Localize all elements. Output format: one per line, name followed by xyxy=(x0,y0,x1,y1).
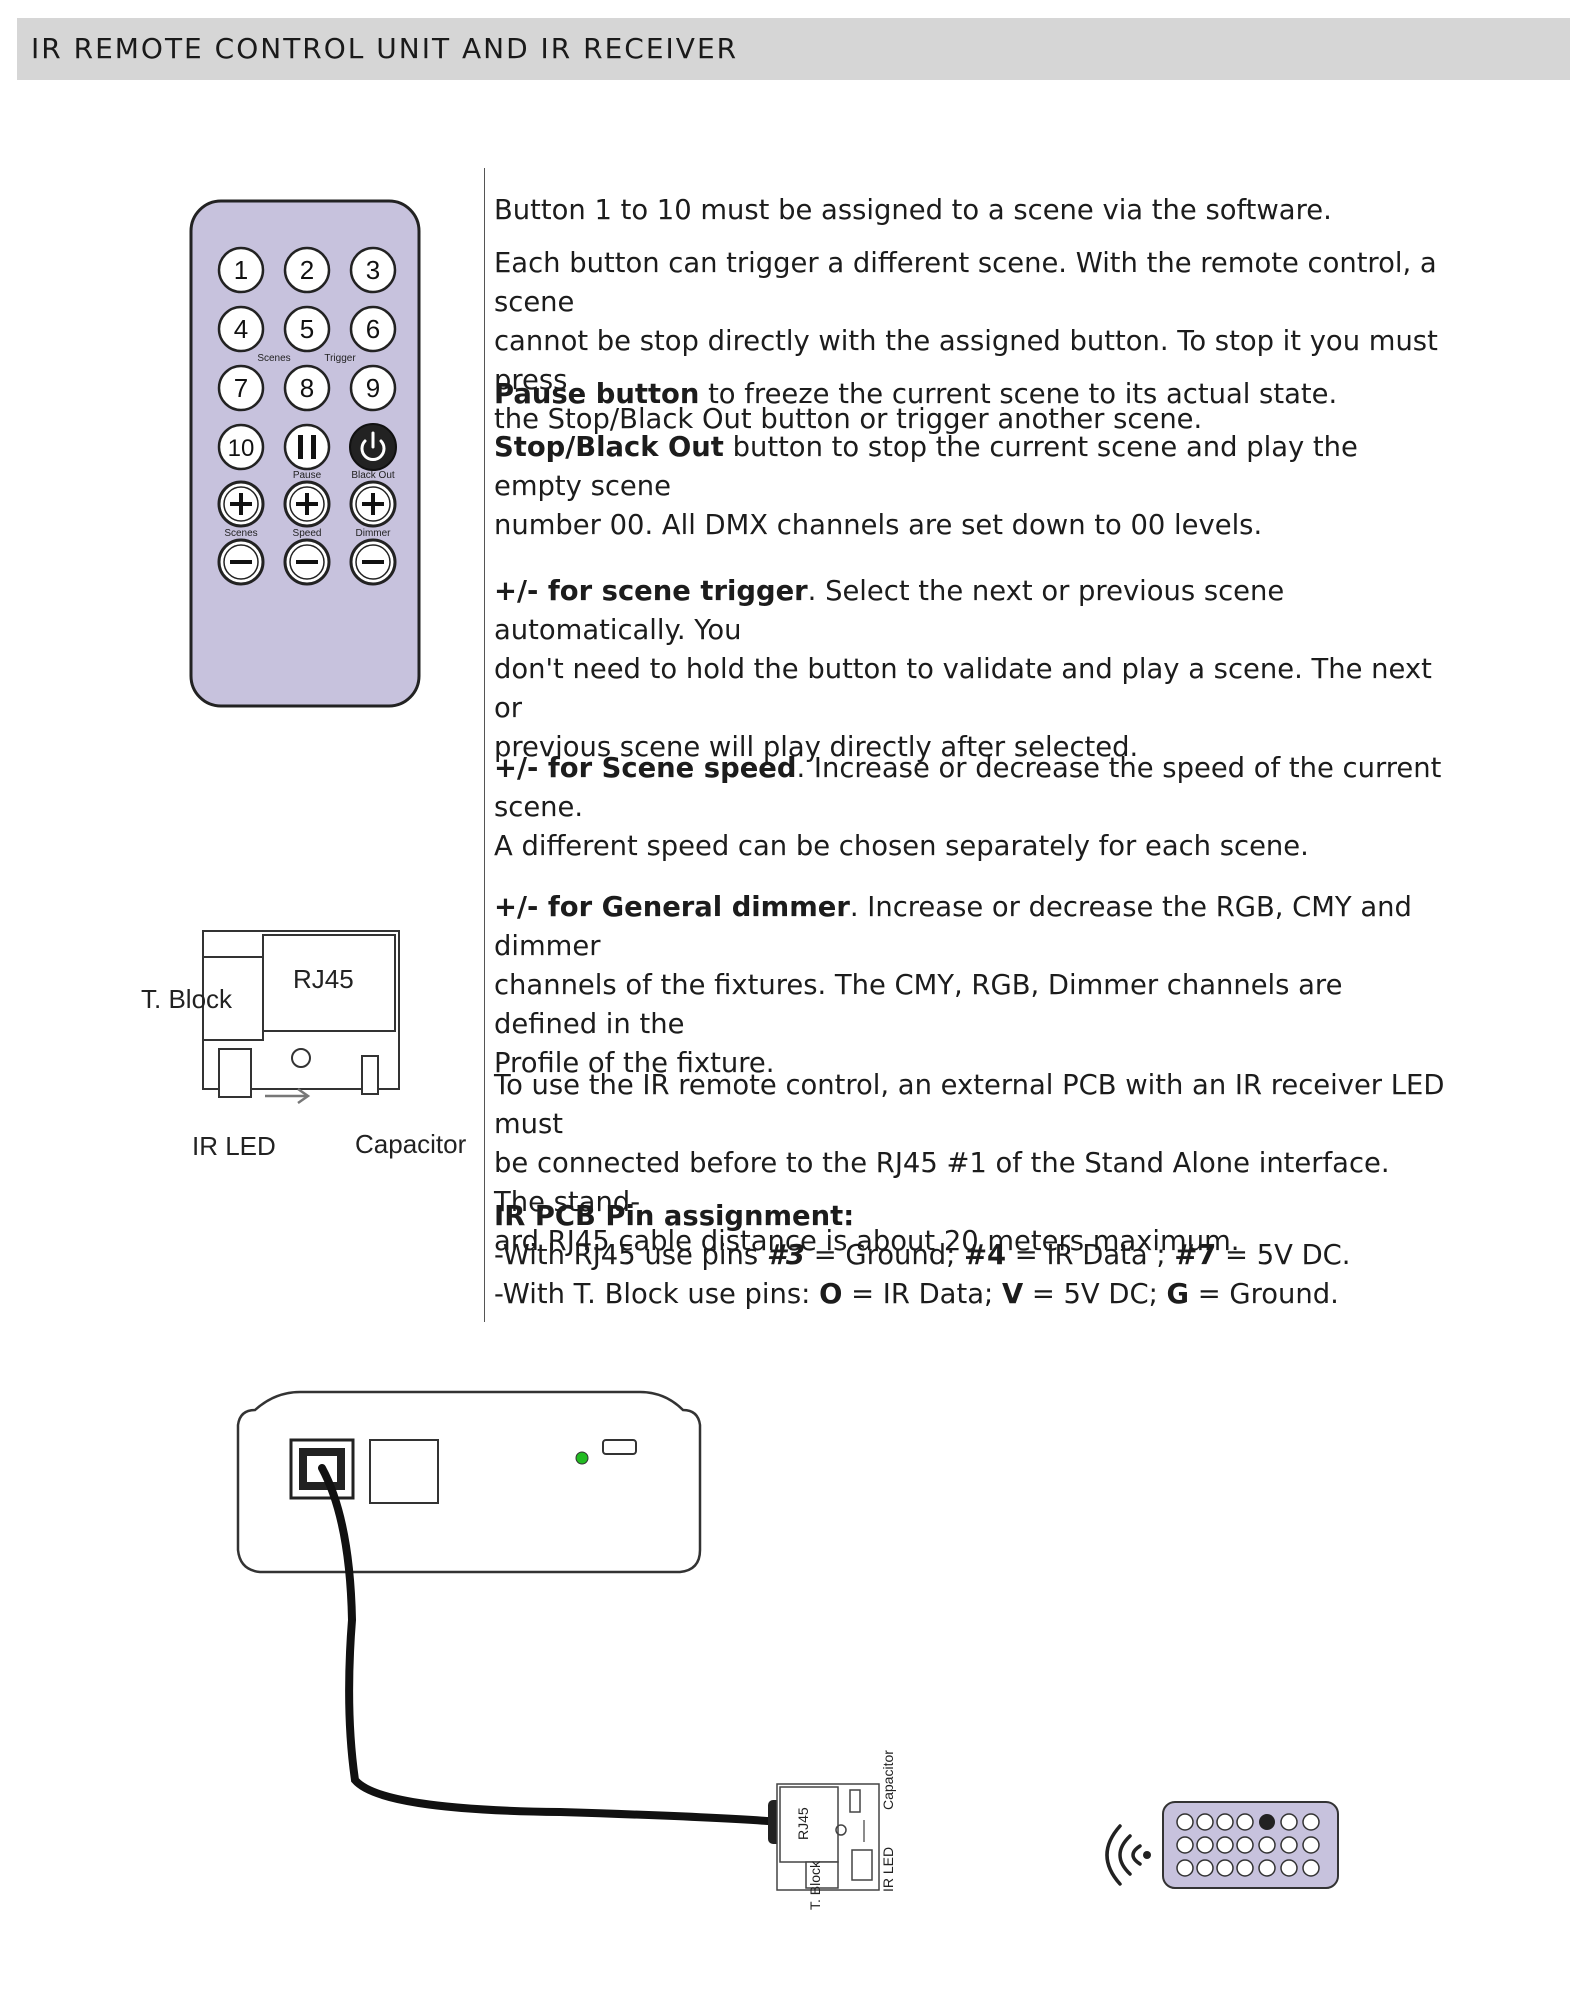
para-2-line-3: the Stop/Black Out button or trigger ano… xyxy=(494,404,1203,435)
pause-desc: to freeze the current scene to its actua… xyxy=(699,379,1338,410)
remote-button-9-label: 9 xyxy=(366,373,380,403)
connection-diagram: RJ45 T. Block IR LED Capacitor xyxy=(236,1390,1339,1910)
remote-button-2 xyxy=(283,246,331,294)
small-tblock-label: T. Block xyxy=(807,1860,823,1910)
pin-rj45-line: -With RJ45 use pins #3 = Ground; #4 = IR… xyxy=(494,1240,1351,1271)
status-button xyxy=(602,1439,637,1455)
pcb-tblock-label: T. Block xyxy=(141,984,233,1014)
small-capacitor-label: Capacitor xyxy=(880,1750,896,1810)
remote-button-5-label: 5 xyxy=(300,314,314,344)
para-blackout: Stop/Black Out button to stop the curren… xyxy=(494,428,1449,545)
remote-pause-button xyxy=(283,423,331,471)
para-5-line-2: don't need to hold the button to validat… xyxy=(494,654,1432,724)
remote-button-1 xyxy=(217,246,265,294)
label-scenes: Scenes xyxy=(257,353,290,364)
scene-speed-desc: . Increase or decrease the speed of the … xyxy=(494,753,1442,823)
para-8-line-2: be connected before to the RJ45 #1 of th… xyxy=(494,1148,1390,1218)
label-trigger: Trigger xyxy=(324,353,356,364)
para-6-line-2: A different speed can be chosen separate… xyxy=(494,831,1309,862)
remote-button-10-label: 10 xyxy=(228,435,255,462)
small-rj45-label: RJ45 xyxy=(795,1807,811,1840)
remote-button-3-label: 3 xyxy=(366,255,380,285)
status-led xyxy=(575,1451,589,1465)
para-ir-usage: To use the IR remote control, an externa… xyxy=(494,1066,1449,1261)
remote-button-3 xyxy=(349,246,397,294)
rj45-outline xyxy=(262,934,396,1032)
remote-button-4-label: 4 xyxy=(234,314,248,344)
rj45-port-2 xyxy=(369,1439,439,1504)
para-8-line-1: To use the IR remote control, an externa… xyxy=(494,1070,1445,1140)
remote-button-9 xyxy=(349,364,397,412)
pin-assignment-block: IR PCB Pin assignment: -With RJ45 use pi… xyxy=(494,1197,1449,1314)
para-2-line-1: Each button can trigger a different scen… xyxy=(494,248,1437,318)
para-5-line-3: previous scene will play directly after … xyxy=(494,732,1139,763)
pin-tblock-line: -With T. Block use pins: O = IR Data; V … xyxy=(494,1279,1339,1310)
para-7-line-3: Profile of the fixture. xyxy=(494,1048,775,1079)
general-dimmer-term: +/- for General dimmer xyxy=(494,892,850,923)
para-buttons-assign: Button 1 to 10 must be assigned to a sce… xyxy=(494,191,1449,230)
section-title: IR REMOTE CONTROL UNIT AND IR RECEIVER xyxy=(31,32,739,65)
blackout-desc: button to stop the current scene and pla… xyxy=(494,432,1358,502)
ir-signal-icon xyxy=(1105,1824,1142,1886)
label-scenes-plusminus: Scenes xyxy=(224,528,257,539)
pcb-irled-label: IR LED xyxy=(192,1131,276,1161)
remote-button-2-label: 2 xyxy=(300,255,314,285)
small-irled-label: IR LED xyxy=(880,1847,896,1892)
remote-button-5 xyxy=(283,305,331,353)
column-divider xyxy=(484,168,485,1322)
label-speed: Speed xyxy=(293,528,322,539)
remote-button-6-label: 6 xyxy=(366,314,380,344)
para-2-line-2: cannot be stop directly with the assigne… xyxy=(494,326,1438,396)
capacitor-component xyxy=(361,1055,379,1095)
para-each-button: Each button can trigger a different scen… xyxy=(494,244,1449,439)
para-general-dimmer: +/- for General dimmer. Increase or decr… xyxy=(494,888,1449,1083)
ir-led-hole xyxy=(291,1048,311,1068)
power-icon xyxy=(360,431,386,461)
blackout-term: Stop/Black Out xyxy=(494,432,724,463)
pcb-capacitor-label: Capacitor xyxy=(355,1129,467,1159)
para-1: Button 1 to 10 must be assigned to a sce… xyxy=(494,195,1332,226)
para-8-line-3: ard RJ45 cable distance is about 20 mete… xyxy=(494,1226,1240,1257)
remote-button-10 xyxy=(217,423,265,471)
scene-trigger-term: +/- for scene trigger xyxy=(494,576,808,607)
stand-alone-interface xyxy=(236,1390,702,1574)
remote-button-1-label: 1 xyxy=(234,255,248,285)
para-7-line-2: channels of the fixtures. The CMY, RGB, … xyxy=(494,970,1343,1040)
scene-trigger-desc: . Select the next or previous scene auto… xyxy=(494,576,1285,646)
scene-speed-term: +/- for Scene speed xyxy=(494,753,797,784)
para-scene-trigger: +/- for scene trigger. Select the next o… xyxy=(494,572,1449,767)
arrow-icon xyxy=(265,1087,311,1105)
general-dimmer-desc: . Increase or decrease the RGB, CMY and … xyxy=(494,892,1412,962)
remote-button-7 xyxy=(217,364,265,412)
ir-led-component xyxy=(218,1048,252,1098)
label-dimmer: Dimmer xyxy=(356,528,392,539)
para-4-line-2: number 00. All DMX channels are set down… xyxy=(494,510,1263,541)
label-pause: Pause xyxy=(293,470,322,481)
remote-button-8 xyxy=(283,364,331,412)
ir-pcb-diagram: T. Block RJ45 IR LED Capacitor xyxy=(141,930,467,1161)
para-pause: Pause button to freeze the current scene… xyxy=(494,375,1449,414)
remote-button-8-label: 8 xyxy=(300,373,314,403)
rj45-cable xyxy=(318,1464,784,1826)
plus-icons xyxy=(230,493,384,515)
pause-icon xyxy=(298,435,316,459)
pin-assignment-title: IR PCB Pin assignment: xyxy=(494,1201,855,1232)
remote-control-illustration: 1 2 3 4 5 6 7 8 9 10 Scenes Trigger Paus… xyxy=(189,199,421,708)
pause-term: Pause button xyxy=(494,379,700,410)
pcb-rj45-label: RJ45 xyxy=(293,964,354,994)
tblock-outline xyxy=(202,956,264,1041)
remote-button-4 xyxy=(217,305,265,353)
para-scene-speed: +/- for Scene speed. Increase or decreas… xyxy=(494,749,1449,866)
section-header: IR REMOTE CONTROL UNIT AND IR RECEIVER xyxy=(17,18,1570,80)
label-blackout: Black Out xyxy=(351,470,395,481)
remote-button-7-label: 7 xyxy=(234,373,248,403)
remote-button-6 xyxy=(349,305,397,353)
